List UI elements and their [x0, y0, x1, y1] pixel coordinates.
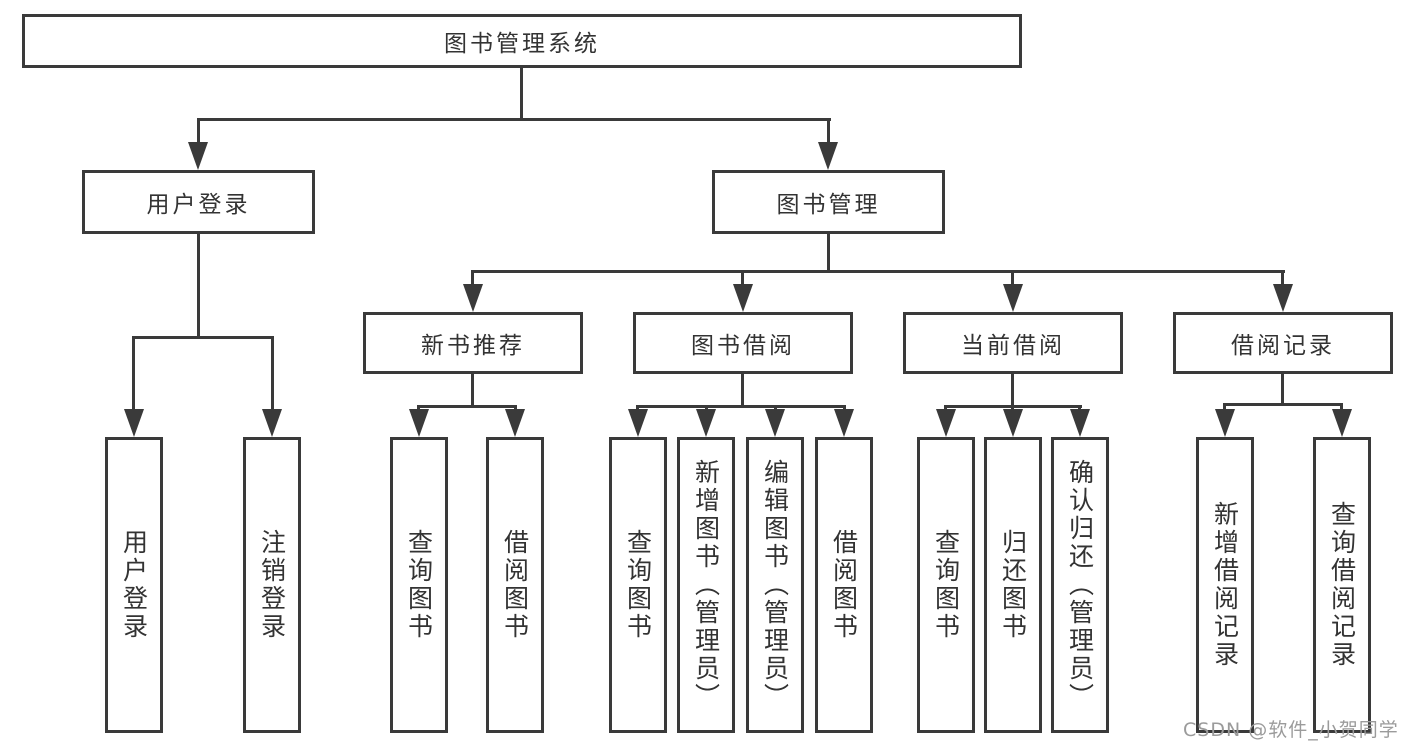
arrow-down-icon [505, 409, 525, 437]
leaf-add-borrow-record-box: 新增借阅记录 [1196, 437, 1254, 733]
node-book-management-box: 图书管理 [712, 170, 945, 234]
leaf-search-borrow-record-box: 查询借阅记录 [1313, 437, 1371, 733]
connector [827, 234, 830, 272]
leaf-add-books-admin-label: 新增图书（管理员） [691, 459, 721, 711]
leaf-search-borrow-record-label: 查询借阅记录 [1327, 501, 1357, 669]
leaf-search-books-borrowing-box: 查询图书 [609, 437, 667, 733]
arrow-down-icon [1003, 409, 1023, 437]
arrow-down-icon [733, 284, 753, 312]
leaf-add-borrow-record-label: 新增借阅记录 [1210, 501, 1240, 669]
leaf-search-books-current-box: 查询图书 [917, 437, 975, 733]
connector [1340, 403, 1343, 414]
arrow-down-icon [936, 409, 956, 437]
connector [1223, 403, 1226, 414]
leaf-search-books-recommend-label: 查询图书 [404, 529, 434, 641]
arrow-down-icon [409, 409, 429, 437]
leaf-logout-label: 注销登录 [257, 529, 287, 641]
leaf-confirm-return-admin-box: 确认归还（管理员） [1051, 437, 1109, 733]
connector [132, 336, 274, 339]
arrow-down-icon [696, 409, 716, 437]
connector [1281, 273, 1284, 287]
arrow-down-icon [628, 409, 648, 437]
leaf-borrow-books-recommend-label: 借阅图书 [500, 529, 530, 641]
connector [197, 121, 200, 146]
leaf-borrow-books-borrowing-label: 借阅图书 [829, 529, 859, 641]
root-node-label: 图书管理系统 [444, 31, 600, 57]
node-book-borrowing-box: 图书借阅 [633, 312, 853, 374]
connector [271, 339, 274, 413]
node-borrowing-records-box: 借阅记录 [1173, 312, 1393, 374]
arrow-down-icon [1215, 409, 1235, 437]
connector [471, 270, 1285, 273]
leaf-user-login-label: 用户登录 [119, 529, 149, 641]
node-book-borrowing-label: 图书借阅 [691, 333, 795, 359]
connector [1011, 273, 1014, 287]
arrow-down-icon [1070, 409, 1090, 437]
arrow-down-icon [124, 409, 144, 437]
arrow-down-icon [834, 409, 854, 437]
node-borrowing-records-label: 借阅记录 [1231, 333, 1335, 359]
leaf-search-books-current-label: 查询图书 [931, 529, 961, 641]
arrow-down-icon [818, 142, 838, 170]
node-new-book-recommend-box: 新书推荐 [363, 312, 583, 374]
node-user-login-label: 用户登录 [146, 192, 251, 218]
node-user-login-box: 用户登录 [82, 170, 315, 234]
connector [471, 374, 474, 407]
connector [417, 405, 517, 408]
csdn-watermark: CSDN @软件_小贺同学 [1183, 719, 1399, 741]
arrow-down-icon [765, 409, 785, 437]
connector [197, 118, 831, 121]
leaf-search-books-borrowing-label: 查询图书 [623, 529, 653, 641]
node-current-borrowing-box: 当前借阅 [903, 312, 1123, 374]
node-new-book-recommend-label: 新书推荐 [421, 333, 525, 359]
connector [1223, 403, 1343, 406]
leaf-add-books-admin-box: 新增图书（管理员） [677, 437, 735, 733]
arrow-down-icon [262, 409, 282, 437]
arrow-down-icon [463, 284, 483, 312]
connector [741, 374, 744, 407]
connector [741, 273, 744, 287]
connector [636, 405, 846, 408]
node-book-management-label: 图书管理 [776, 192, 881, 218]
connector [1011, 374, 1014, 407]
connector [827, 121, 830, 146]
leaf-search-books-recommend-box: 查询图书 [390, 437, 448, 733]
leaf-return-books-label: 归还图书 [998, 529, 1028, 641]
leaf-confirm-return-admin-label: 确认归还（管理员） [1065, 459, 1095, 711]
connector [471, 273, 474, 287]
connector [520, 68, 523, 121]
leaf-logout-box: 注销登录 [243, 437, 301, 733]
connector [1281, 374, 1284, 405]
arrow-down-icon [1003, 284, 1023, 312]
leaf-return-books-box: 归还图书 [984, 437, 1042, 733]
leaf-borrow-books-borrowing-box: 借阅图书 [815, 437, 873, 733]
node-current-borrowing-label: 当前借阅 [961, 333, 1065, 359]
arrow-down-icon [1273, 284, 1293, 312]
leaf-edit-books-admin-box: 编辑图书（管理员） [746, 437, 804, 733]
arrow-down-icon [188, 142, 208, 170]
connector [132, 339, 135, 413]
connector [197, 234, 200, 338]
leaf-edit-books-admin-label: 编辑图书（管理员） [760, 459, 790, 711]
arrow-down-icon [1332, 409, 1352, 437]
leaf-user-login-box: 用户登录 [105, 437, 163, 733]
root-node-box: 图书管理系统 [22, 14, 1022, 68]
leaf-borrow-books-recommend-box: 借阅图书 [486, 437, 544, 733]
